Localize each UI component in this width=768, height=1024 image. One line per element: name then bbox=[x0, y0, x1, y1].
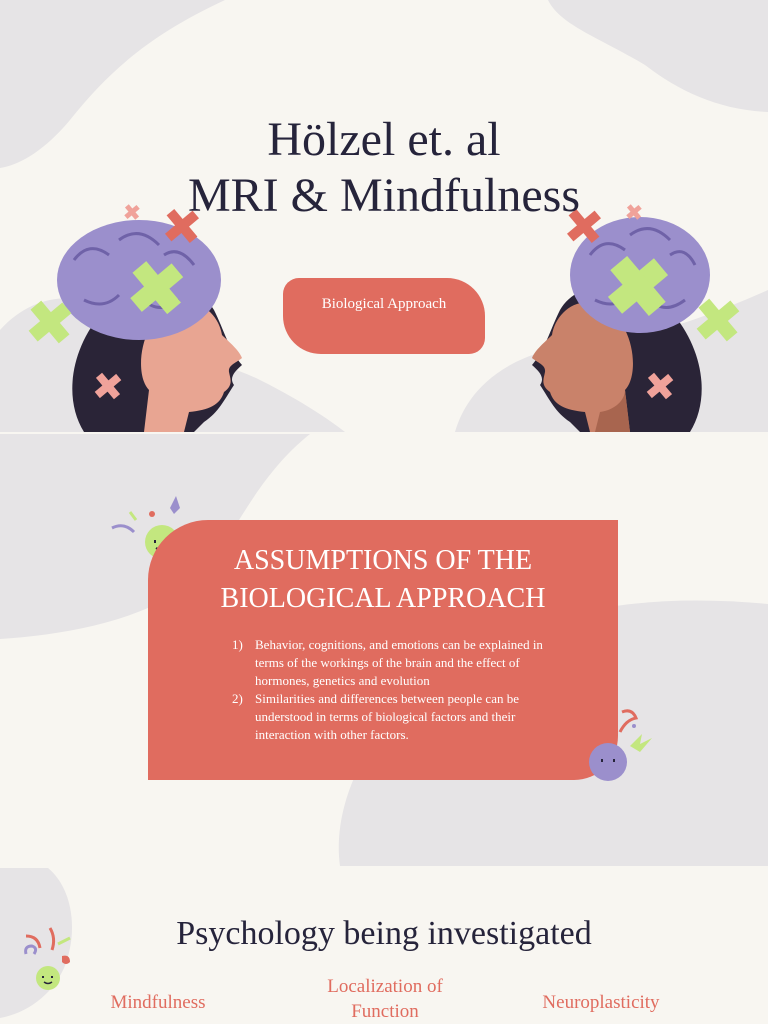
slide-title: Hölzel et. al MRI & Mindfulness Biologic… bbox=[0, 0, 768, 432]
face-icon bbox=[589, 709, 652, 781]
list-item: 2) Similarities and differences between … bbox=[232, 690, 552, 744]
heading-line-1: ASSUMPTIONS OF THE bbox=[233, 545, 533, 576]
squiggle-icon bbox=[24, 944, 38, 955]
topic-label-line-2: Function bbox=[351, 1001, 419, 1022]
slide-assumptions: ASSUMPTIONS OF THE BIOLOGICAL APPROACH 1… bbox=[0, 434, 768, 866]
head-right-illustration bbox=[532, 204, 740, 432]
cross-icon bbox=[28, 300, 72, 344]
list-item-text: Similarities and differences between peo… bbox=[255, 691, 519, 742]
cross-icon bbox=[696, 298, 740, 342]
assumptions-list: 1) Behavior, cognitions, and emotions ca… bbox=[232, 636, 552, 744]
slide-title-heading: Hölzel et. al MRI & Mindfulness bbox=[0, 112, 768, 224]
sparkle-icon bbox=[24, 927, 71, 990]
title-line-2: MRI & Mindfulness bbox=[187, 169, 580, 222]
assumptions-heading: ASSUMPTIONS OF THE BIOLOGICAL APPROACH bbox=[148, 542, 618, 618]
topic-localization: Localization of Function bbox=[300, 974, 470, 1024]
topic-label: Neuroplasticity bbox=[542, 992, 660, 1013]
cross-icon bbox=[94, 372, 122, 400]
topic-label: Mindfulness bbox=[110, 992, 206, 1013]
head-left-illustration bbox=[28, 204, 242, 432]
cross-icon bbox=[607, 255, 669, 317]
approach-pill: Biological Approach bbox=[283, 278, 485, 354]
list-item: 1) Behavior, cognitions, and emotions ca… bbox=[232, 636, 552, 690]
topic-mindfulness: Mindfulness bbox=[96, 990, 220, 1015]
cross-icon bbox=[130, 261, 184, 315]
list-item-number: 1) bbox=[232, 637, 243, 652]
heading-line-2: BIOLOGICAL APPROACH bbox=[220, 583, 546, 614]
assumptions-card: ASSUMPTIONS OF THE BIOLOGICAL APPROACH 1… bbox=[148, 520, 618, 780]
topic-neuroplasticity: Neuroplasticity bbox=[528, 990, 674, 1015]
list-item-text: Behavior, cognitions, and emotions can b… bbox=[255, 637, 543, 688]
cross-icon bbox=[164, 208, 200, 244]
approach-label: Biological Approach bbox=[321, 296, 447, 312]
cross-icon bbox=[566, 208, 602, 244]
topic-label-line-1: Localization of bbox=[327, 976, 443, 997]
slide-psychology: Psychology being investigated Mindfulnes… bbox=[0, 868, 768, 1024]
cross-icon bbox=[626, 204, 642, 220]
cross-icon bbox=[646, 372, 674, 400]
list-item-number: 2) bbox=[232, 691, 243, 706]
cross-icon bbox=[124, 204, 140, 220]
psychology-heading: Psychology being investigated bbox=[176, 915, 592, 952]
title-line-1: Hölzel et. al bbox=[267, 113, 501, 166]
